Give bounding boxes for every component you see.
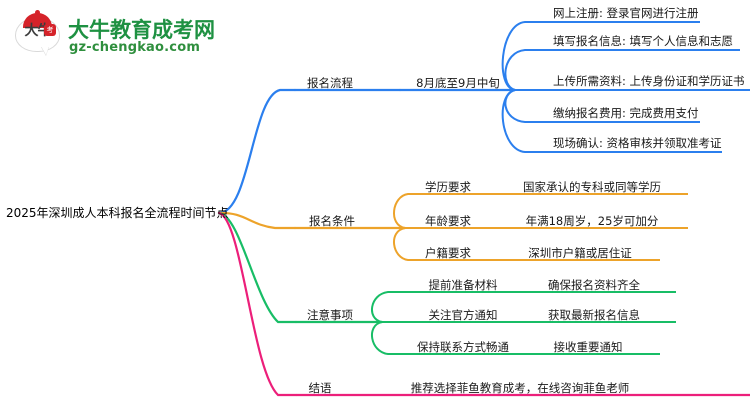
branch-lines-conclusion: [217, 211, 750, 397]
leaf-notes-2-value[interactable]: 获取最新报名信息: [548, 308, 640, 322]
leaf-registration-process-4[interactable]: 缴纳报名费用: 完成费用支付: [553, 106, 699, 120]
logo-cap-knob-icon: [35, 10, 40, 15]
leaf-notes-1-label[interactable]: 提前准备材料: [428, 278, 498, 292]
branch-lines-registration-process: [217, 21, 750, 215]
leaf-registration-process-1[interactable]: 网上注册: 登录官网进行注册: [553, 6, 699, 20]
logo-bubble-tail-icon: [41, 46, 49, 55]
branch-lines-notes: [217, 211, 676, 355]
logo-domain: gz-chengkao.com: [69, 40, 201, 55]
leaf-requirements-1-label[interactable]: 学历要求: [425, 180, 471, 194]
leaf-notes-2-label[interactable]: 关注官方通知: [428, 308, 498, 322]
leaf-registration-process-3[interactable]: 上传所需资料: 上传身份证和学历证书: [553, 74, 745, 88]
branch-label-registration-requirements[interactable]: 报名条件: [309, 214, 355, 228]
leaf-registration-process-5[interactable]: 现场确认: 资格审核并领取准考证: [553, 136, 722, 150]
logo-mark-icon: 大牛 考: [14, 10, 62, 56]
site-logo[interactable]: 大牛 考 大牛教育成考网 gz-chengkao.com: [14, 8, 215, 58]
branch-label-notes[interactable]: 注意事项: [307, 308, 353, 322]
logo-badge-icon: 考: [44, 24, 56, 36]
leaf-notes-1-value[interactable]: 确保报名资料齐全: [548, 278, 640, 292]
branch-label-conclusion[interactable]: 结语: [308, 381, 332, 395]
branch-value-registration-process[interactable]: 8月底至9月中旬: [416, 76, 500, 90]
leaf-requirements-3-value[interactable]: 深圳市户籍或居住证: [528, 246, 632, 260]
leaf-notes-3-label[interactable]: 保持联系方式畅通: [417, 340, 509, 354]
leaf-registration-process-2[interactable]: 填写报名信息: 填写个人信息和志愿: [553, 34, 734, 48]
logo-title: 大牛教育成考网: [68, 18, 215, 42]
leaf-requirements-2-label[interactable]: 年龄要求: [425, 214, 471, 228]
root-node-label[interactable]: 2025年深圳成人本科报名全流程时间节点: [6, 206, 229, 220]
branch-lines-registration-requirements: [217, 193, 688, 261]
leaf-requirements-3-label[interactable]: 户籍要求: [425, 246, 471, 260]
leaf-requirements-1-value[interactable]: 国家承认的专科或同等学历: [523, 180, 661, 194]
leaf-notes-3-value[interactable]: 接收重要通知: [553, 340, 623, 354]
branch-value-conclusion[interactable]: 推荐选择菲鱼教育成考，在线咨询菲鱼老师: [410, 381, 630, 395]
leaf-requirements-2-value[interactable]: 年满18周岁，25岁可加分: [525, 214, 659, 228]
branch-label-registration-process[interactable]: 报名流程: [307, 76, 353, 90]
